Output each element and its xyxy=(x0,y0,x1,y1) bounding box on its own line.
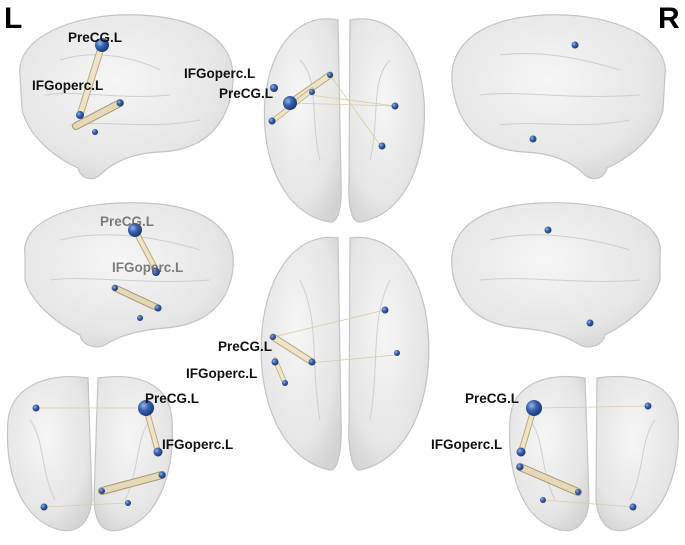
thin-connections xyxy=(36,74,649,508)
brain-superior-left-hemi xyxy=(263,18,342,223)
node-precg-anterior xyxy=(138,400,154,416)
node-precg-medial xyxy=(128,223,142,237)
node-anterior-c xyxy=(99,488,105,494)
label-precg-posterior: PreCG.L xyxy=(465,391,519,406)
brain-anterior-right-hemi xyxy=(93,376,173,532)
node-posterior-d xyxy=(629,503,637,511)
label-precg-top-left: PreCG.L xyxy=(68,30,122,45)
node-inferior-f xyxy=(394,350,400,356)
node-top-right-b xyxy=(529,135,537,143)
node-ifg-superior xyxy=(270,84,278,92)
node-precg-superior xyxy=(283,96,297,110)
node-precg-posterior xyxy=(526,400,542,416)
node-top-right-a xyxy=(571,41,579,49)
node-posterior-e xyxy=(540,497,546,503)
label-precg-anterior: PreCG.L xyxy=(145,391,199,406)
label-ifg-anterior: IFGoperc.L xyxy=(162,437,233,452)
node-superior-e xyxy=(268,117,276,125)
node-ifg-top-left xyxy=(76,111,84,119)
node-posterior-a xyxy=(644,402,652,410)
node-right-medial-b xyxy=(586,319,594,327)
brain-posterior-right-hemi xyxy=(595,376,679,532)
node-medial-c xyxy=(112,285,118,291)
sulci-texture xyxy=(29,53,656,501)
label-ifg-superior: IFGoperc.L xyxy=(184,66,255,81)
node-medial-a xyxy=(154,304,162,312)
label-ifg-inferior: IFGoperc.L xyxy=(186,366,257,381)
node-superior-d xyxy=(378,142,386,150)
brain-superior-right-hemi xyxy=(348,18,426,223)
node-anterior-e xyxy=(125,500,131,506)
label-ifg-medial: IFGoperc.L xyxy=(112,260,183,275)
label-ifg-posterior: IFGoperc.L xyxy=(431,437,502,452)
node-precg-top-left xyxy=(95,38,109,52)
node-posterior-c xyxy=(575,489,581,495)
node-inferior-b xyxy=(308,358,316,366)
brain-right-lateral-top xyxy=(451,14,666,180)
brain-inferior-right-hemi xyxy=(348,236,430,471)
node-anterior-a xyxy=(32,404,40,412)
label-precg-inferior: PreCG.L xyxy=(218,339,272,354)
node-top-left-b xyxy=(92,129,98,135)
brain-anterior-left-hemi xyxy=(6,376,93,532)
node-inferior-c xyxy=(271,358,279,366)
brain-left-lateral-top xyxy=(19,14,234,180)
node-anterior-d xyxy=(40,503,48,511)
node-posterior-b xyxy=(516,463,524,471)
node-superior-b xyxy=(309,89,315,95)
node-inferior-d xyxy=(282,380,288,386)
right-hemisphere-letter: R xyxy=(658,2,680,35)
node-inferior-e xyxy=(381,306,389,314)
node-right-medial-a xyxy=(544,226,552,234)
node-ifg-posterior xyxy=(516,447,526,457)
left-hemisphere-letter: L xyxy=(4,2,23,35)
brain-right-medial xyxy=(451,202,661,348)
node-inferior-a xyxy=(270,334,276,340)
brain-left-medial xyxy=(24,202,234,348)
label-ifg-top-left: IFGoperc.L xyxy=(32,78,103,93)
label-precg-medial: PreCG.L xyxy=(100,214,154,229)
node-medial-b xyxy=(137,315,143,321)
node-superior-c xyxy=(391,102,399,110)
node-ifg-anterior xyxy=(153,447,163,457)
node-anterior-b xyxy=(158,471,166,479)
node-superior-a xyxy=(327,72,333,78)
node-top-left-a xyxy=(116,99,124,107)
brain-nodes xyxy=(32,38,652,511)
label-precg-superior: PreCG.L xyxy=(219,86,273,101)
node-ifg-medial xyxy=(152,268,160,276)
